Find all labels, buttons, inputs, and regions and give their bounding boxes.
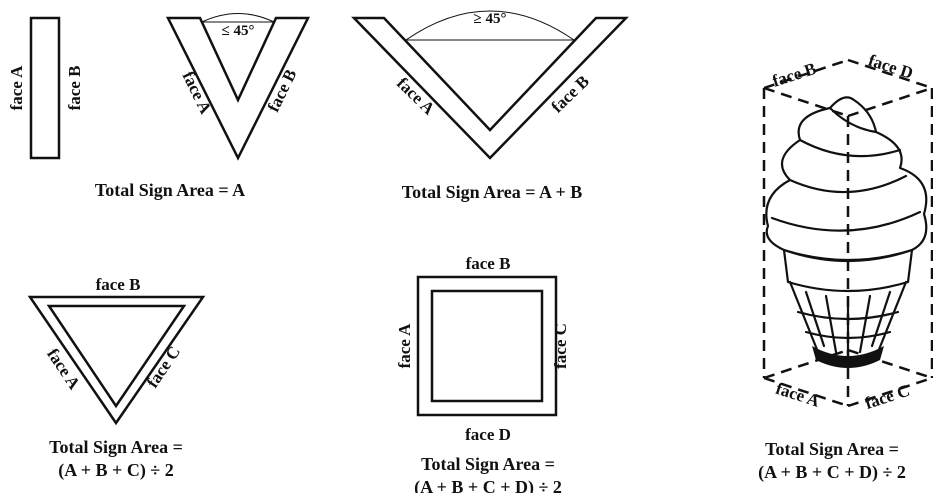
ice-cream-face-d-label: face D	[866, 51, 915, 83]
wide-v-caption: Total Sign Area = A + B	[402, 182, 583, 202]
square-face-d-label: face D	[465, 425, 511, 444]
triangle-sign-figure: face B face A face C Total Sign Area = (…	[27, 275, 206, 481]
narrow-v-angle-arc	[201, 13, 275, 23]
ice-cream-caption-line2: (A + B + C + D) ÷ 2	[758, 462, 906, 483]
flat-sign-face-a-label: face A	[7, 65, 26, 111]
ice-cream-face-c-label: face C	[863, 381, 912, 413]
square-face-a-label: face A	[395, 323, 414, 369]
square-sign-figure: face B face A face C face D Total Sign A…	[395, 254, 570, 493]
square-sign-inner	[430, 289, 544, 403]
flat-sign-board	[29, 16, 61, 160]
wide-v-sign-shape	[351, 16, 629, 160]
narrow-v-angle-label: ≤ 45°	[222, 23, 255, 39]
wide-v-angle-label: ≥ 45°	[474, 11, 507, 27]
flat-sign-figure: face A face B Total Sign Area = A	[7, 16, 245, 200]
square-caption-line1: Total Sign Area =	[421, 454, 555, 474]
flat-sign-face-b-label: face B	[65, 66, 84, 111]
ice-cream-caption-line1: Total Sign Area =	[765, 439, 899, 459]
wide-v-sign-figure: ≥ 45° face A face B Total Sign Area = A …	[351, 10, 629, 202]
ice-cream-face-b-label: face B	[770, 59, 819, 91]
flat-sign-caption: Total Sign Area = A	[95, 180, 245, 200]
square-caption-line2: (A + B + C + D) ÷ 2	[414, 477, 562, 493]
ice-cream-sign-figure: face B face D face A face C Total Sign A…	[758, 51, 933, 483]
ice-cream-cone-illustration	[765, 96, 928, 368]
triangle-caption-line2: (A + B + C) ÷ 2	[58, 460, 173, 481]
square-face-b-label: face B	[466, 254, 511, 273]
narrow-v-sign-figure: ≤ 45° face A face B	[165, 13, 311, 161]
triangle-caption-line1: Total Sign Area =	[49, 437, 183, 457]
square-face-c-label: face C	[551, 323, 570, 369]
triangle-face-b-label: face B	[96, 275, 141, 294]
wide-v-angle-arc	[405, 10, 575, 41]
triangle-sign-inner	[46, 304, 187, 409]
ice-cream-face-a-label: face A	[773, 379, 822, 411]
narrow-v-sign-shape	[165, 16, 311, 161]
